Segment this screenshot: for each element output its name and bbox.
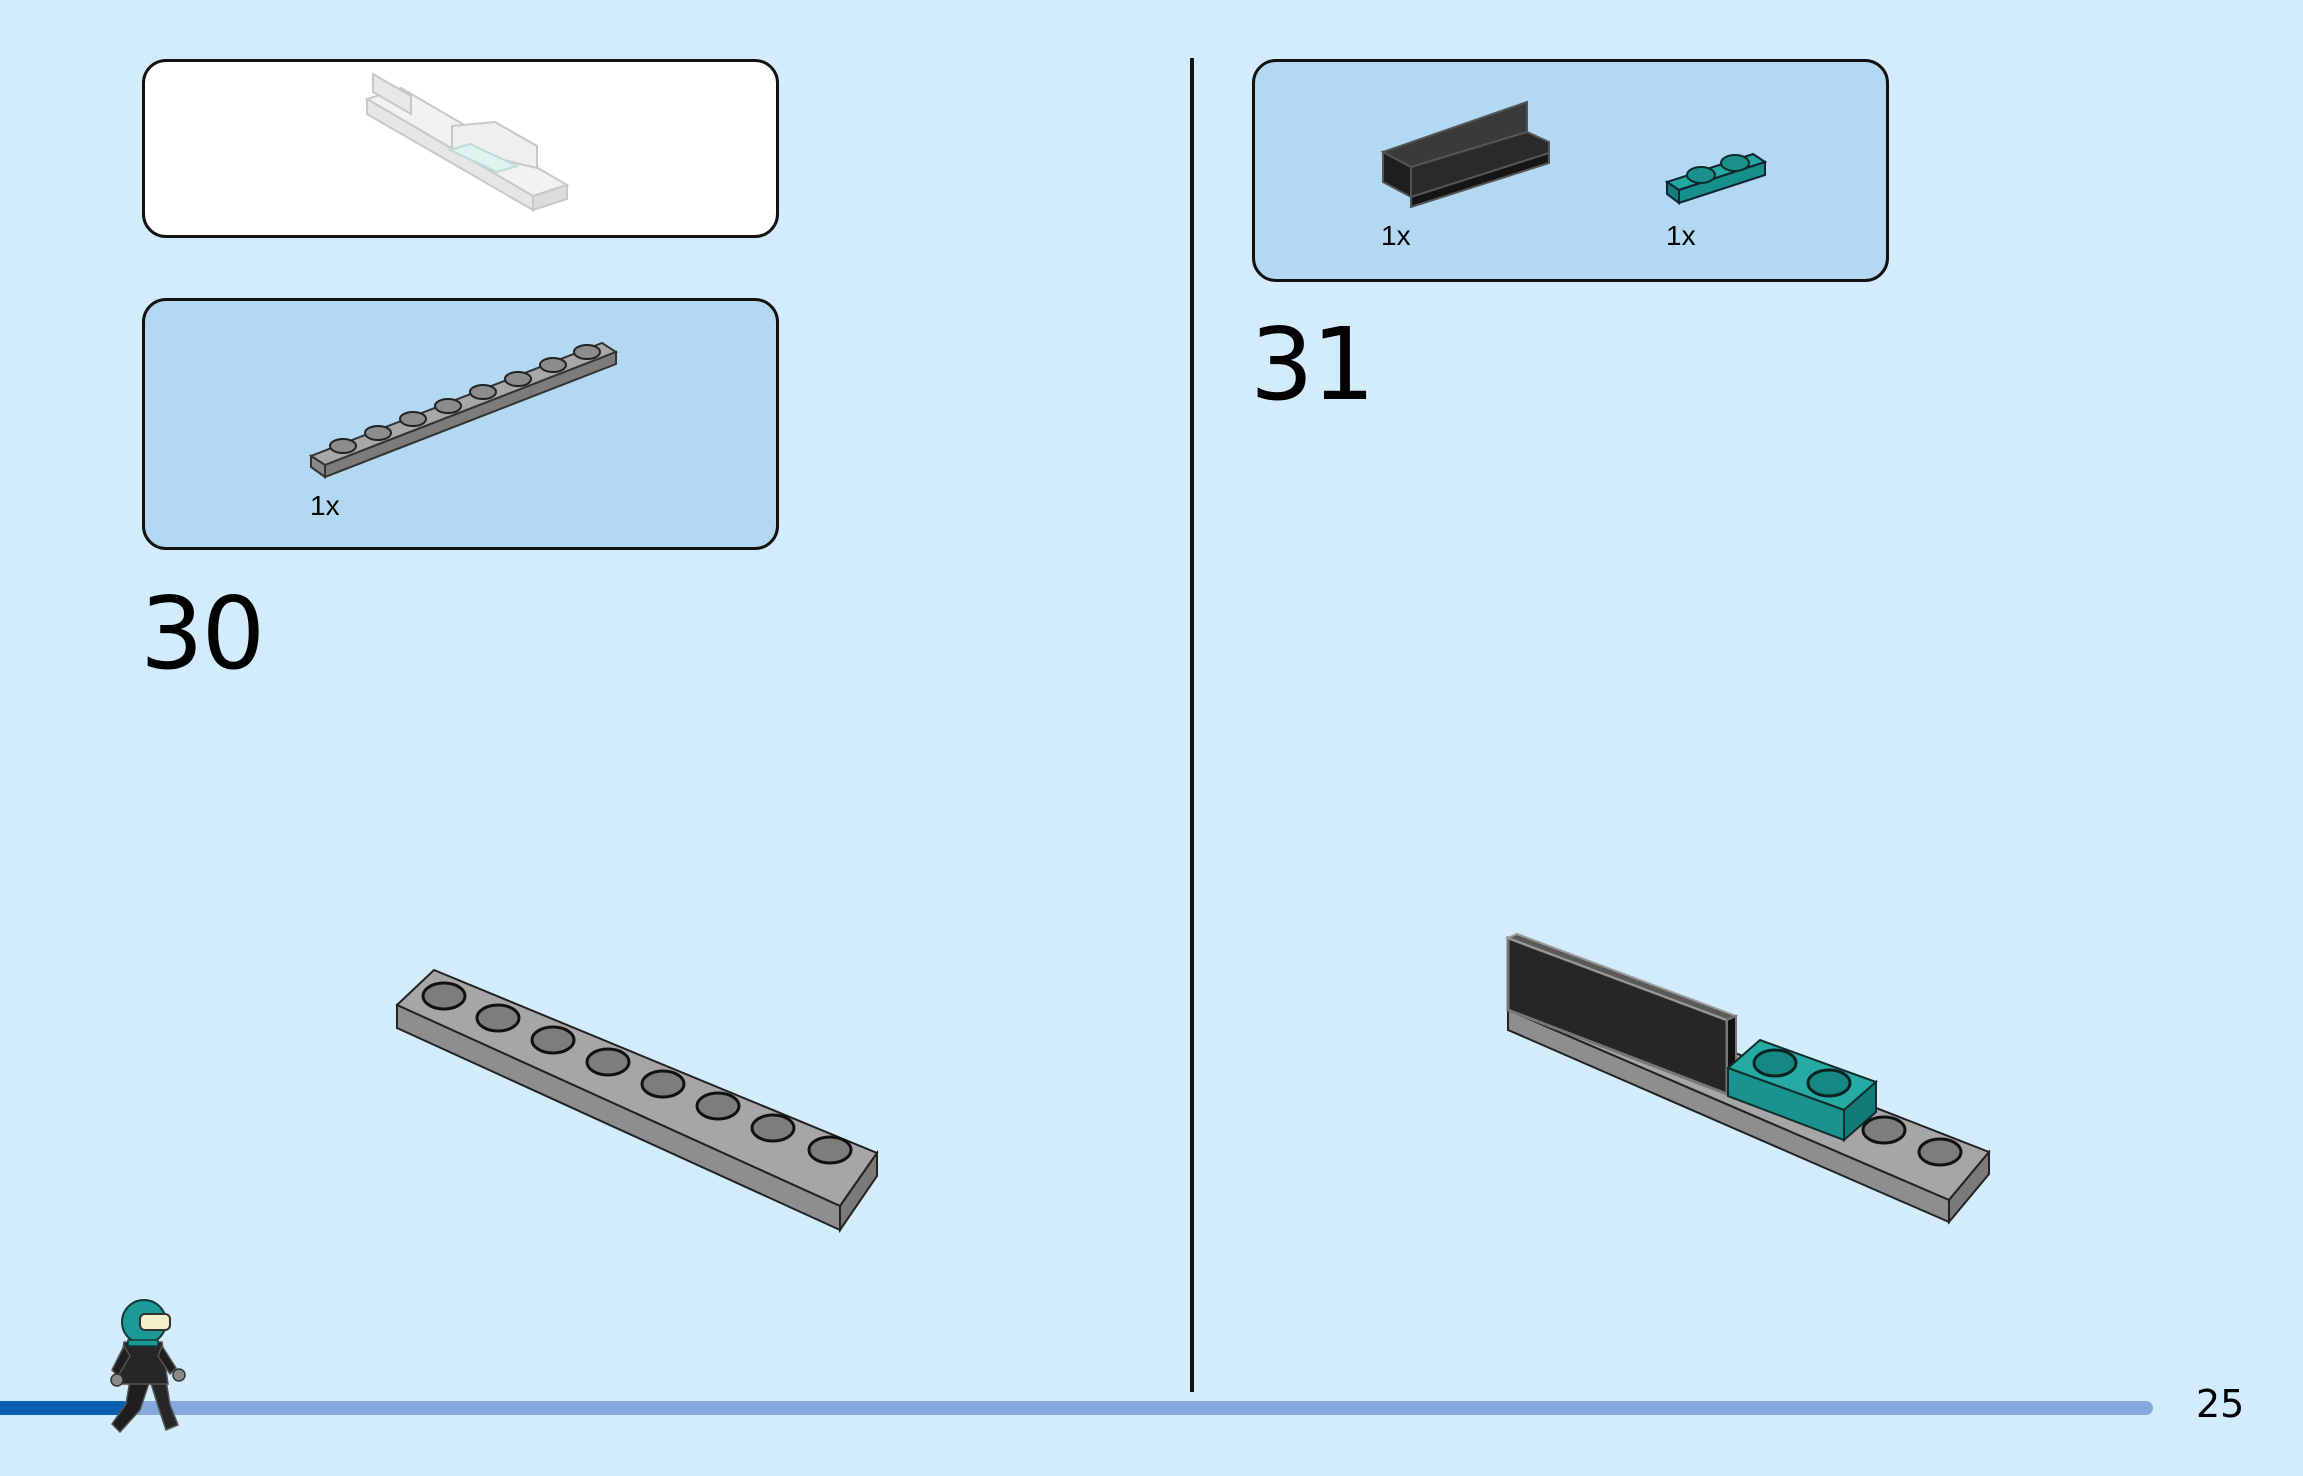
- step-number-31: 31: [1250, 306, 1375, 423]
- teal-plate-1x2-icon: [1664, 152, 1768, 205]
- part-quantity: 1x: [1666, 220, 1696, 251]
- step-number-30: 30: [140, 575, 265, 692]
- gray-plate-1x8-icon: [308, 341, 619, 479]
- part-quantity: 1x: [310, 490, 340, 521]
- part-quantity: 1x: [1381, 220, 1411, 251]
- progress-fill: [0, 1401, 129, 1415]
- black-bracket-icon: [1380, 100, 1550, 209]
- page-number: 25: [2196, 1382, 2245, 1426]
- parts-list-box-step-31: 1x 1x: [1252, 59, 1889, 282]
- page-divider: [1190, 58, 1194, 1392]
- ghost-assembly-icon: [364, 72, 570, 212]
- progress-track: [0, 1401, 2153, 1415]
- parts-list-box-step-30: 1x: [142, 298, 779, 550]
- previous-assembly-box: [142, 59, 779, 238]
